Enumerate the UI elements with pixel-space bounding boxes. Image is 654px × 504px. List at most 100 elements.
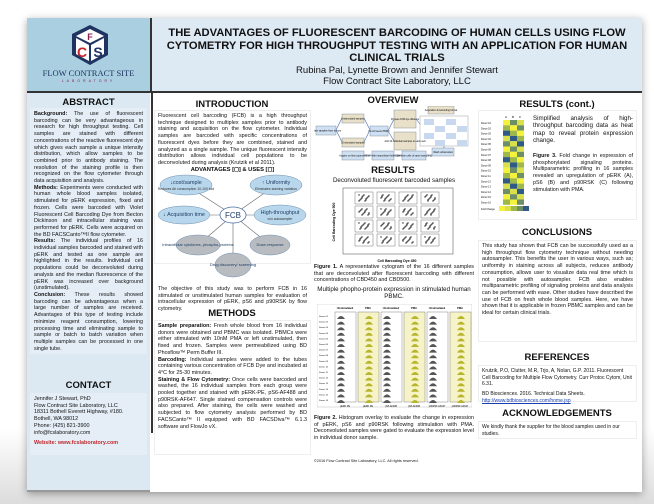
fig1-title: Deconvoluted fluorescent barcoded sample… xyxy=(332,177,456,184)
histogram-peak xyxy=(429,360,437,364)
histogram-peak xyxy=(457,372,465,375)
histogram-peak xyxy=(383,360,391,364)
cell-dot xyxy=(361,214,363,216)
cell-dot xyxy=(433,199,435,201)
cell-dot xyxy=(403,210,405,212)
abstract-conclusion: These results showed barcoding can be ad… xyxy=(34,291,143,352)
heatmap-cell xyxy=(503,141,510,147)
column-header: PMA xyxy=(365,306,371,310)
histogram-peak xyxy=(383,383,391,387)
donor-label: Donor 06 xyxy=(319,343,329,346)
diagram-node xyxy=(175,235,221,256)
gate-box xyxy=(420,205,440,219)
plate-well xyxy=(435,126,445,132)
heatmap-row-label: Donor 14 xyxy=(481,191,492,194)
cell-dot xyxy=(425,223,427,225)
heatmap-cell xyxy=(517,125,524,131)
donor-label: Donor 02 xyxy=(319,321,329,324)
reference-2-link[interactable]: http://www.bdbiosciences.com/home.jsp xyxy=(482,397,571,404)
cell-dot xyxy=(427,210,429,212)
heatmap-cell xyxy=(517,178,524,184)
heatmap-cell xyxy=(503,135,510,142)
histogram-peak xyxy=(457,327,465,331)
cell-dot xyxy=(406,241,408,243)
gate-box xyxy=(376,205,396,219)
diagram-node-title: Dose-response xyxy=(256,242,284,247)
histogram-peak xyxy=(383,388,391,392)
cell-dot xyxy=(427,200,429,202)
cell-dot xyxy=(362,213,364,215)
donor-label: Donor 07 xyxy=(319,349,329,352)
cell-dot xyxy=(360,209,362,211)
cell-dot xyxy=(429,236,431,238)
heatmap-cell xyxy=(510,178,517,184)
cell-dot xyxy=(386,225,388,227)
cell-dot xyxy=(432,222,434,224)
cell-dot xyxy=(428,227,430,229)
cell-dot xyxy=(385,237,387,239)
heatmap-cell xyxy=(503,167,510,173)
abstract-results: The individual profiles of 16 individual… xyxy=(34,238,143,292)
cell-dot xyxy=(434,208,436,210)
cell-dot xyxy=(363,194,365,196)
histogram-peak xyxy=(365,321,373,325)
histogram-peak xyxy=(365,394,373,398)
cell-dot xyxy=(426,222,428,224)
svg-text:C: C xyxy=(77,44,87,60)
cell-dot xyxy=(433,210,435,212)
methods-staining: Once cells were barcoded and washed, the… xyxy=(158,376,307,430)
donor-label: Donor 12 xyxy=(319,377,329,380)
cell-dot xyxy=(407,200,409,202)
cell-dot xyxy=(361,236,363,238)
diagram-node-sub: Reduces Ab consumption 10-100 fold xyxy=(158,187,214,191)
heatmap-cell xyxy=(517,130,524,136)
contact-address: 18311 Bothell Everett Highway, #180. xyxy=(34,409,124,416)
cell-dot xyxy=(403,238,405,240)
heatmap-cell xyxy=(510,188,517,195)
cell-dot xyxy=(433,209,435,211)
histogram-peak xyxy=(337,332,345,336)
cell-dot xyxy=(364,228,366,230)
plot-frame xyxy=(342,187,454,255)
flow-box xyxy=(401,150,427,161)
cell-dot xyxy=(385,197,387,199)
cell-dot xyxy=(426,211,428,213)
histogram-peak xyxy=(457,355,465,359)
results-cont-heading: RESULTS (cont.) xyxy=(519,99,595,110)
heatmap-row-label: Donor 15 xyxy=(481,196,492,199)
fig2-caption: Figure 2. Histogram overlay to evaluate … xyxy=(314,415,474,441)
cell-dot xyxy=(428,198,430,200)
diagram-node xyxy=(159,175,213,196)
acknowledgements-heading: ACKNOWLEDGEMENTS xyxy=(502,408,612,419)
cell-dot xyxy=(387,195,389,197)
introduction-box: Fluorescent cell barcoding (FCB) is a hi… xyxy=(154,110,311,312)
plate-well xyxy=(424,133,434,139)
histogram-peak xyxy=(429,349,437,353)
histogram-peak xyxy=(365,327,373,331)
cell-dot xyxy=(410,214,412,216)
histogram-peak xyxy=(337,394,345,398)
flow-arrow xyxy=(387,118,395,132)
introduction-heading: INTRODUCTION xyxy=(195,99,269,110)
contact-website-link[interactable]: Website: www.fcslaboratory.com xyxy=(34,440,119,447)
cell-dot xyxy=(367,196,369,198)
introduction-text: Fluorescent cell barcoding (FCB) is a hi… xyxy=(158,113,307,166)
heatmap-cell xyxy=(517,183,524,189)
cell-dot xyxy=(381,224,383,226)
contact-email[interactable]: info@fcslaboratory.com xyxy=(34,429,91,436)
cell-dot xyxy=(384,199,386,201)
heatmap-cell xyxy=(510,157,517,163)
cell-dot xyxy=(428,209,430,211)
label: Staining & Flow Cytometry: xyxy=(158,376,230,383)
histogram-peak xyxy=(457,400,465,403)
heatmap-cell xyxy=(517,162,524,168)
column-header: PMA xyxy=(411,306,417,310)
heatmap-cell xyxy=(510,151,517,158)
cell-dot xyxy=(412,194,414,196)
heatmap-cell xyxy=(510,146,517,152)
cell-dot xyxy=(367,225,369,227)
cell-dot xyxy=(406,195,408,197)
